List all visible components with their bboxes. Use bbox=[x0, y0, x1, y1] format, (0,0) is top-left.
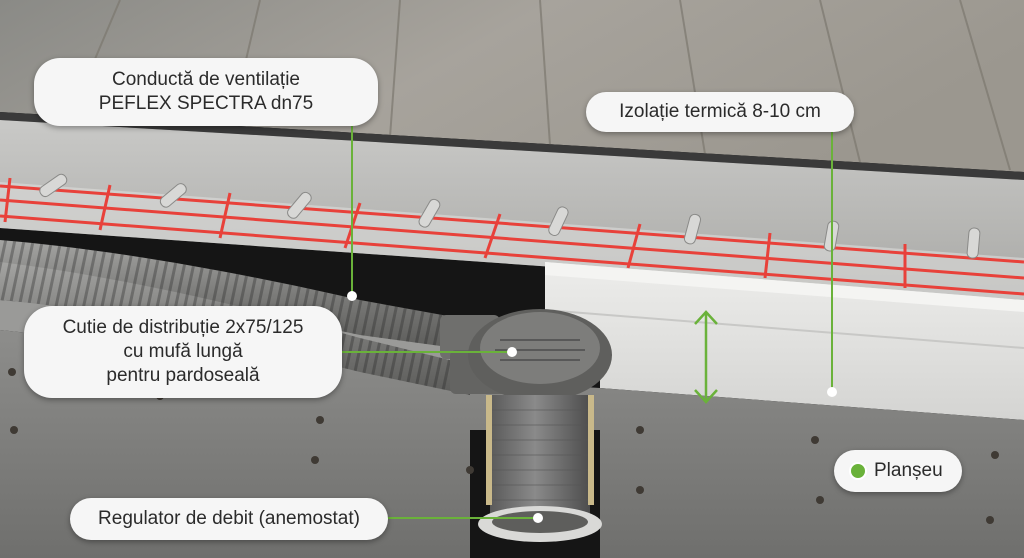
insulation-label: Izolație termică 8-10 cm bbox=[619, 101, 821, 122]
box-label-line-2: cu mufă lungă bbox=[123, 341, 243, 362]
callout-distribution-box: Cutie de distribuție 2x75/125 cu mufă lu… bbox=[24, 306, 342, 398]
box-label-line-3: pentru pardoseală bbox=[106, 365, 260, 386]
regulator-label: Regulator de debit (anemostat) bbox=[98, 508, 360, 529]
duct-label-line-1: Conductă de ventilație bbox=[111, 69, 300, 90]
callout-flow-regulator: Regulator de debit (anemostat) bbox=[70, 498, 388, 540]
slab-marker-dot bbox=[849, 462, 867, 480]
box-label-line-1: Cutie de distribuție 2x75/125 bbox=[62, 317, 304, 338]
duct-label-line-2: PEFLEX SPECTRA dn75 bbox=[98, 93, 314, 114]
slab-label: Planșeu bbox=[874, 460, 943, 481]
callout-thermal-insulation: Izolație termică 8-10 cm bbox=[586, 92, 854, 132]
callout-ventilation-duct: Conductă de ventilație PEFLEX SPECTRA dn… bbox=[34, 58, 378, 126]
